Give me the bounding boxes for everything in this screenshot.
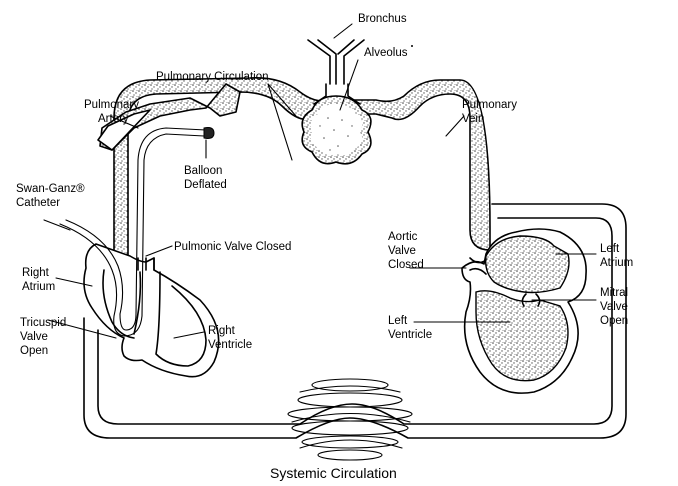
- label-left-atrium-1: Left: [600, 243, 620, 255]
- label-left-atrium-2: Atrium: [600, 257, 633, 269]
- label-pulmonary-vein-1: Pulmonary: [462, 99, 517, 111]
- label-left-ventricle-1: Left: [388, 315, 408, 327]
- label-mitral-1: Mitral: [600, 287, 628, 299]
- label-systemic-circulation: Systemic Circulation: [270, 465, 397, 481]
- label-aortic-2: Valve: [388, 245, 416, 257]
- label-pulmonary-vein-2: Vein: [462, 113, 484, 125]
- label-pulmonic-valve-closed: Pulmonic Valve Closed: [174, 241, 291, 253]
- label-swan-ganz: Swan-Ganz®: [16, 183, 85, 195]
- label-mitral-2: Valve: [600, 301, 628, 313]
- label-pulmonary-circulation: Pulmonary Circulation: [156, 71, 269, 83]
- label-pulmonary-artery-1: Pulmonary: [84, 99, 139, 111]
- label-mitral-3: Open: [600, 315, 628, 327]
- label-tricuspid-1: Tricuspid: [20, 317, 66, 329]
- label-right-atrium-2: Atrium: [22, 281, 55, 293]
- label-tricuspid-3: Open: [20, 345, 48, 357]
- right-heart: [84, 244, 219, 377]
- label-deflated: Deflated: [184, 179, 227, 191]
- label-right-ventricle-2: Ventricle: [208, 339, 252, 351]
- label-tricuspid-2: Valve: [20, 331, 48, 343]
- pulmonary-circulation-tube: [98, 78, 490, 255]
- label-aortic-1: Aortic: [388, 231, 418, 243]
- systemic-capillary-bed: [288, 379, 412, 460]
- balloon-icon: [204, 128, 214, 139]
- label-aortic-3: Closed: [388, 259, 424, 271]
- label-right-ventricle-1: Right: [208, 325, 236, 337]
- label-alveolus: Alveolus: [364, 47, 408, 59]
- label-balloon: Balloon: [184, 165, 222, 177]
- label-catheter: Catheter: [16, 197, 60, 209]
- label-right-atrium-1: Right: [22, 267, 50, 279]
- label-left-ventricle-2: Ventricle: [388, 329, 432, 341]
- label-bronchus: Bronchus: [358, 13, 407, 25]
- label-pulmonary-artery-2: Artery: [98, 113, 129, 125]
